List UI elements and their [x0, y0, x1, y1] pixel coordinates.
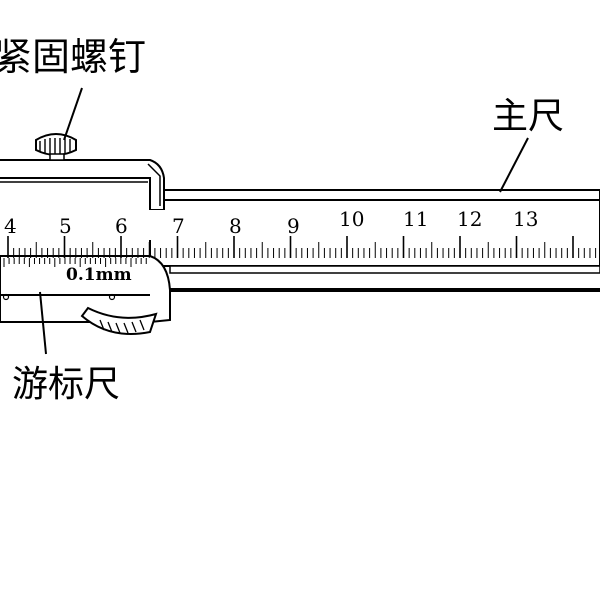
scale-number-13: 13	[513, 207, 538, 231]
vernier-body	[0, 159, 171, 335]
clamp-screw-label: 紧固螺钉	[0, 35, 146, 79]
main-scale-ticks	[7, 236, 597, 258]
scale-number-6: 6	[115, 214, 128, 238]
clamp-screw	[35, 133, 77, 161]
scale-number-12: 12	[457, 207, 482, 231]
scale-number-9: 9	[287, 214, 300, 238]
clamp-screw-leader	[63, 87, 83, 141]
scale-number-4: 4	[4, 214, 17, 238]
main-scale-beam	[149, 189, 600, 292]
scale-number-8: 8	[229, 214, 242, 238]
scale-number-11: 11	[403, 207, 428, 231]
scale-number-10: 10	[339, 207, 364, 231]
scale-number-5: 5	[59, 214, 72, 238]
main-scale-label: 主尺	[492, 96, 564, 137]
vernier-scale-leader	[39, 291, 47, 355]
main-scale-leader	[499, 137, 529, 193]
vernier-scale-ticks	[3, 258, 147, 267]
vernier-scale-label: 游标尺	[12, 364, 120, 405]
precision-label: 0.1mm	[66, 265, 132, 285]
scale-number-7: 7	[172, 214, 185, 238]
main-scale-numbers: 4 5 6 7 8 9 10 11 12 13	[4, 207, 538, 238]
